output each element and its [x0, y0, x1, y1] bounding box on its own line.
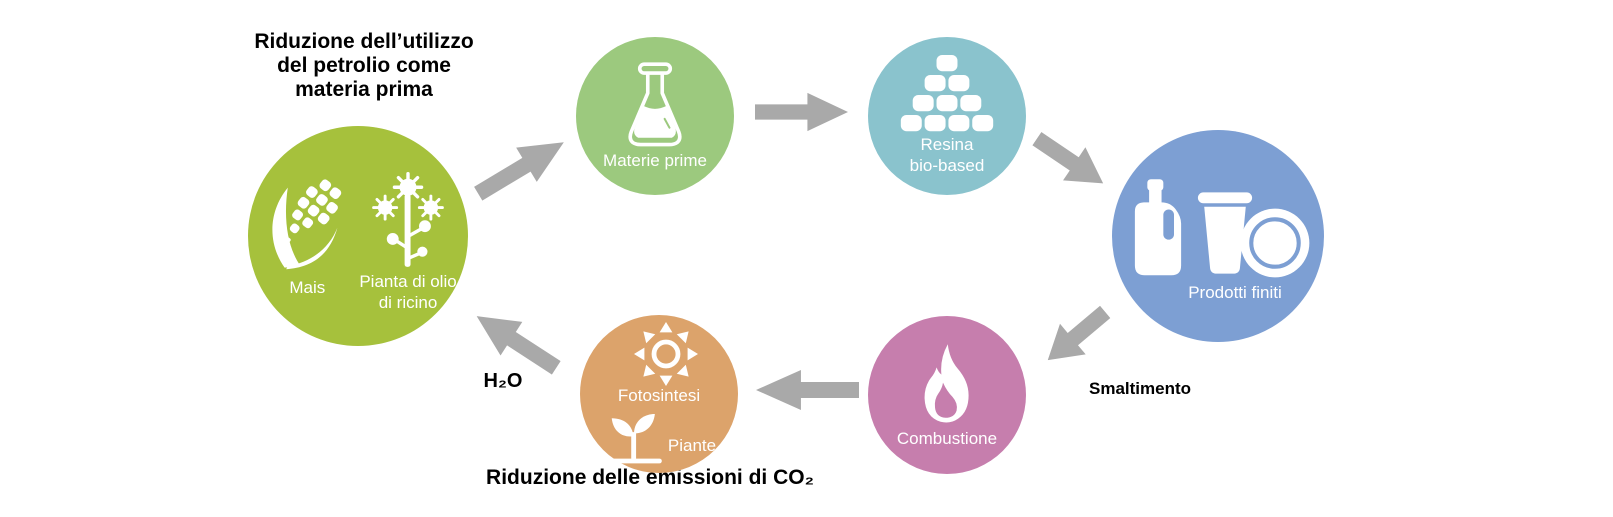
resin-pellets-icon: [900, 55, 994, 132]
arrow-to-resina-icon: [755, 92, 848, 132]
annotation-h2o: H₂O: [483, 370, 523, 392]
castor-oil-plant-icon: [372, 172, 444, 268]
label-mais: Mais: [289, 277, 326, 297]
label-materie-prime: Materie prime: [603, 150, 707, 170]
label-prodotti-finiti: Prodotti finiti: [1188, 282, 1282, 302]
annotation-smaltimento: Smaltimento: [1088, 379, 1192, 398]
arrow-to-prodotti-icon: [1032, 131, 1104, 184]
plate-icon: [1240, 208, 1309, 277]
label-combustione: Combustione: [896, 428, 998, 448]
arrow-to-combustione-icon: [1047, 305, 1111, 361]
corn-icon: [272, 179, 342, 269]
cup-icon: [1197, 191, 1252, 274]
jug-icon: [1134, 178, 1181, 275]
arrow-to-materie-prime-icon: [474, 142, 564, 201]
node-materie-vegetali: Mais: [248, 126, 468, 346]
node-materie-prime: Materie prime: [576, 37, 734, 195]
flame-icon: [924, 343, 969, 423]
flask-icon: [628, 62, 682, 147]
label-piante: Piante: [667, 435, 717, 455]
finished-products-icons: [1126, 178, 1311, 279]
label-pianta-di-olio-di-ricino: Pianta di olio di ricino: [359, 272, 457, 312]
label-resina-bio-based: Resina bio-based: [909, 135, 985, 175]
label-fotosintesi: Fotosintesi: [617, 385, 701, 405]
annotation-petrolio: Riduzione dell’utilizzo del petrolio com…: [254, 30, 474, 102]
sprout-icon: [606, 414, 662, 464]
sun-icon: [634, 321, 698, 386]
node-fotosintesi: Fotosintesi Piante: [580, 315, 738, 473]
arrow-to-mais-icon: [476, 316, 561, 375]
node-resina-bio-based: Resina bio-based: [868, 37, 1026, 195]
arrow-to-fotosintesi-icon: [756, 370, 859, 410]
node-prodotti-finiti: Prodotti finiti: [1112, 130, 1324, 342]
node-combustione: Combustione: [868, 316, 1026, 474]
